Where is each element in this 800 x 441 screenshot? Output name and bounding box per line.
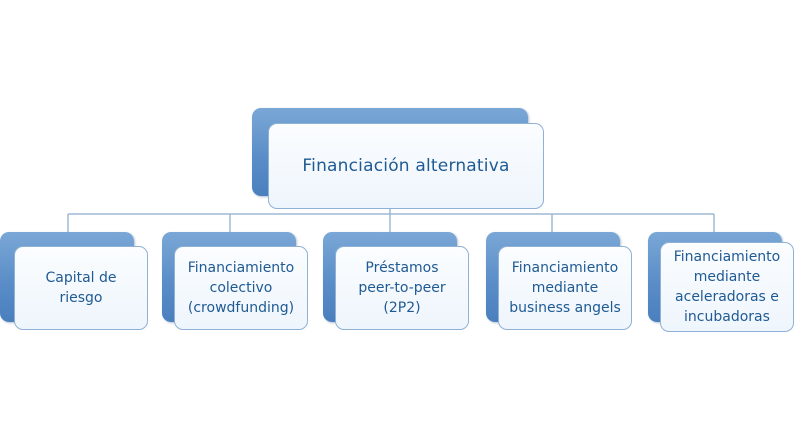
child-node-p2p-loans: Préstamos peer-to-peer (2P2)	[323, 232, 471, 332]
child-node-front: Financiamiento mediante business angels	[498, 246, 632, 330]
root-node: Financiación alternativa	[252, 108, 546, 210]
child-node-accelerators: Financiamiento mediante aceleradoras e i…	[648, 232, 796, 332]
child-label: Financiamiento colectivo (crowdfunding)	[187, 260, 295, 316]
root-label: Financiación alternativa	[302, 156, 510, 176]
child-label: Financiamiento mediante aceleradoras e i…	[673, 249, 781, 325]
child-node-front: Financiamiento colectivo (crowdfunding)	[174, 246, 308, 330]
child-label: Capital de riesgo	[45, 270, 117, 306]
child-node-front: Préstamos peer-to-peer (2P2)	[335, 246, 469, 330]
child-node-front: Financiamiento mediante aceleradoras e i…	[660, 242, 794, 332]
root-node-front: Financiación alternativa	[268, 123, 544, 209]
child-node-business-angels: Financiamiento mediante business angels	[486, 232, 634, 332]
child-node-front: Capital de riesgo	[14, 246, 148, 330]
child-node-capital-de-riesgo: Capital de riesgo	[0, 232, 150, 332]
child-node-crowdfunding: Financiamiento colectivo (crowdfunding)	[162, 232, 310, 332]
child-label: Préstamos peer-to-peer (2P2)	[358, 260, 446, 316]
child-label: Financiamiento mediante business angels	[509, 260, 621, 316]
